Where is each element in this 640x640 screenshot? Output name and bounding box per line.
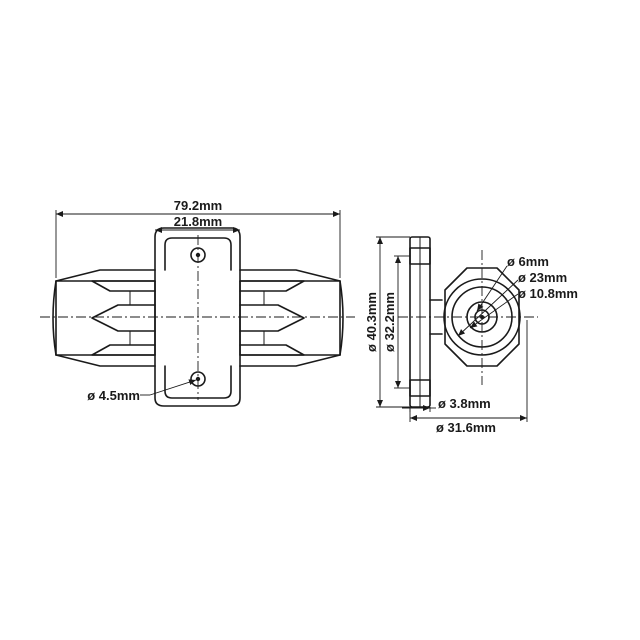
mount-hole-leader xyxy=(149,379,197,396)
neck xyxy=(429,299,443,335)
body-outline xyxy=(55,280,156,356)
inner-hole-label: ø 6mm xyxy=(507,254,549,269)
center-dot xyxy=(480,315,484,319)
hole-spacing-label: ø 32.2mm xyxy=(382,292,397,352)
bottom-tab xyxy=(164,365,232,399)
mount-hole-label: ø 4.5mm xyxy=(87,388,140,403)
top-mount-hole-center xyxy=(195,252,201,258)
right-cap xyxy=(339,280,344,356)
bottom-mount-hole xyxy=(190,371,206,387)
body-diameter-leader xyxy=(457,279,519,337)
left-taper xyxy=(55,269,156,282)
left-fin-bottom xyxy=(91,344,156,356)
bracket-width-label: 21.8mm xyxy=(174,214,222,229)
end-view: ø 40.3mm ø 32.2mm ø 6mm ø 23mm ø 10.8mm … xyxy=(364,236,578,435)
inner-hole-leader xyxy=(476,265,508,312)
body-outline-right xyxy=(239,280,341,356)
body-diameter-label: ø 23mm xyxy=(518,270,567,285)
body-ring xyxy=(451,286,513,348)
right-fin-top xyxy=(239,280,305,292)
side-view: 79.2mm 21.8mm ø 4.5mm xyxy=(40,198,355,407)
center-bracket-bottom xyxy=(154,365,241,407)
outer-body-circle xyxy=(443,278,521,356)
left-taper-bottom xyxy=(55,354,156,367)
overall-depth-label: ø 31.6mm xyxy=(436,420,496,435)
flange-thickness-label: ø 3.8mm xyxy=(438,396,491,411)
right-fin-mid xyxy=(239,304,305,332)
bore-circle xyxy=(466,301,498,333)
left-fin-mid xyxy=(91,304,156,332)
right-taper-bottom xyxy=(239,354,341,367)
right-taper xyxy=(239,269,341,282)
bore-diameter-label: ø 10.8mm xyxy=(518,286,578,301)
right-fin-bottom xyxy=(239,344,305,356)
bottom-mount-hole-center xyxy=(195,376,201,382)
left-fin-top xyxy=(91,280,156,292)
bore-diameter-leader xyxy=(469,293,519,329)
left-cap xyxy=(52,280,57,356)
center-bracket xyxy=(154,227,241,271)
total-height-label: ø 40.3mm xyxy=(364,292,379,352)
top-mount-hole xyxy=(190,247,206,263)
top-tab xyxy=(164,237,232,271)
overall-length-label: 79.2mm xyxy=(174,198,222,213)
